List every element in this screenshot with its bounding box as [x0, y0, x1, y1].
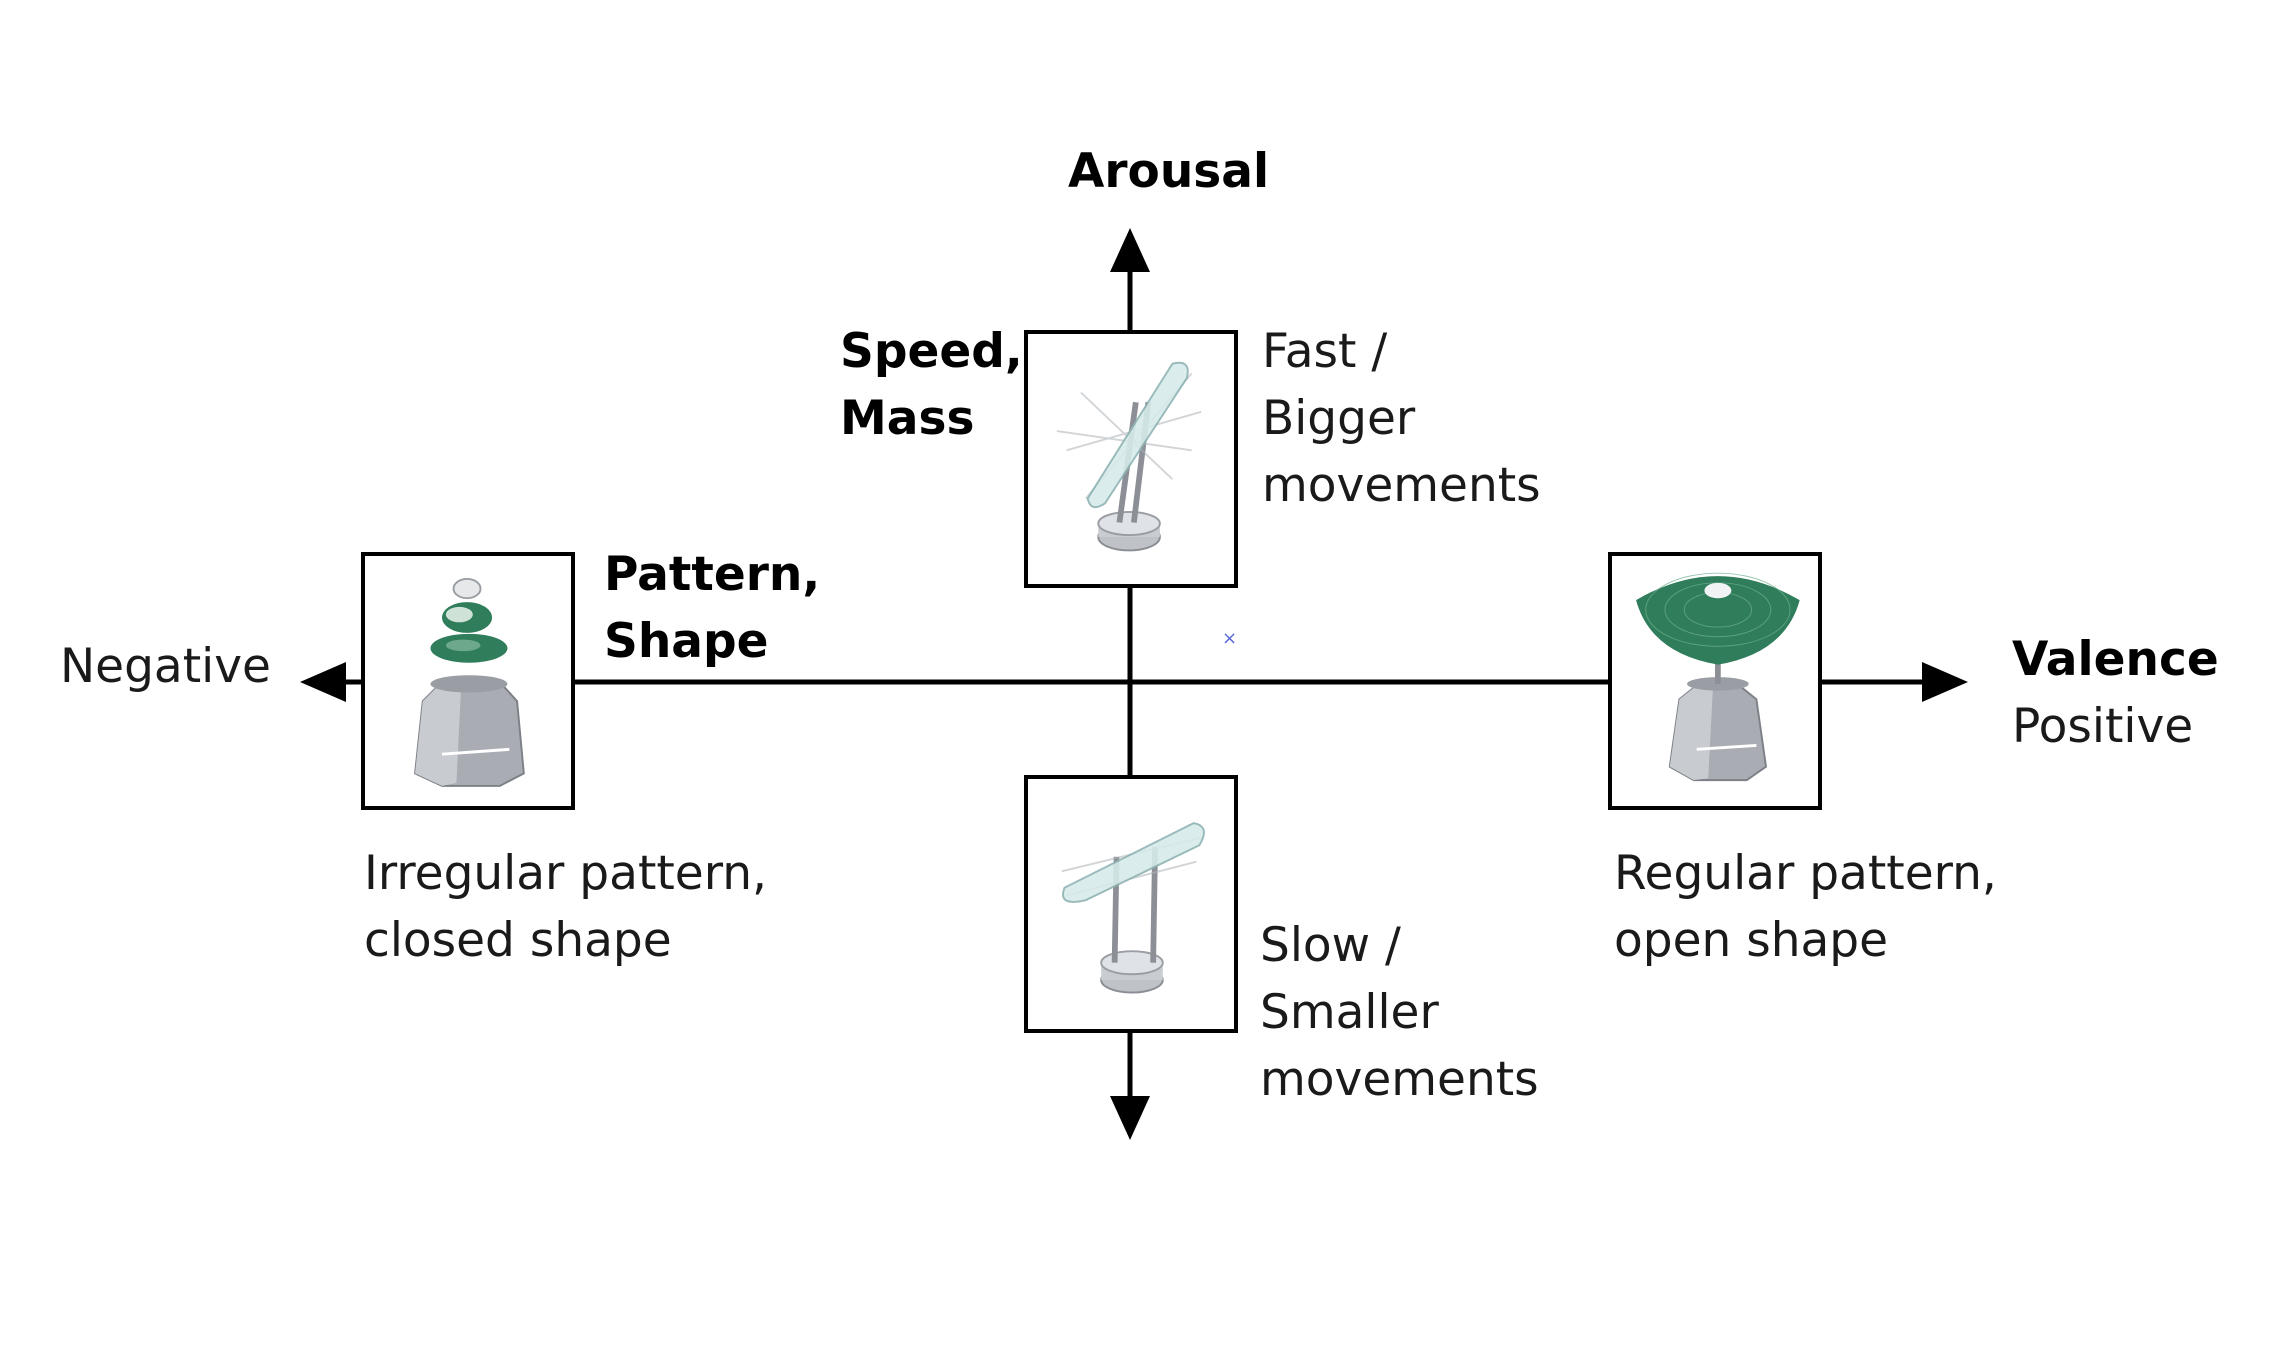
description-line: Bigger	[1262, 391, 1416, 446]
valence-left-arrowhead	[300, 662, 346, 702]
description-line: Fast /	[1262, 324, 1388, 379]
arousal-axis-title: Arousal	[1068, 144, 1270, 199]
description-line: movements	[1262, 458, 1541, 513]
cursor-marker: ×	[1222, 628, 1238, 649]
slow-rotating-blade-object-icon	[1061, 822, 1205, 994]
valence-right-arrowhead	[1922, 662, 1968, 702]
factor-line: Shape	[604, 614, 769, 669]
left-image-box	[361, 552, 575, 810]
description-line: Smaller	[1260, 985, 1439, 1040]
open-regular-dish-object-icon	[1636, 572, 1800, 782]
closed-irregular-shape-object-icon	[414, 578, 525, 787]
valence-axis-label: Valence Positive	[2012, 626, 2219, 760]
top-image-box	[1024, 330, 1238, 588]
right-image-box	[1608, 552, 1822, 810]
description-line: Slow /	[1260, 918, 1401, 973]
description-line: open shape	[1614, 913, 1889, 968]
factor-line: Speed,	[840, 324, 1023, 379]
arousal-up-arrowhead	[1110, 228, 1150, 272]
positive-valence-description: Regular pattern, open shape	[1614, 840, 1997, 974]
negative-valence-description: Irregular pattern, closed shape	[364, 840, 767, 974]
bottom-image-box	[1024, 775, 1238, 1033]
high-arousal-description: Fast / Bigger movements	[1262, 318, 1541, 519]
description-line: movements	[1260, 1052, 1539, 1107]
arousal-down-arrowhead	[1110, 1096, 1150, 1140]
negative-valence-label: Negative	[60, 639, 271, 694]
positive-valence-label: Positive	[2012, 699, 2194, 754]
description-line: closed shape	[364, 913, 672, 968]
fast-rotating-blade-object-icon	[1056, 361, 1202, 552]
description-line: Regular pattern,	[1614, 846, 1997, 901]
low-arousal-description: Slow / Smaller movements	[1260, 912, 1539, 1113]
speed-mass-factor-label: Speed, Mass	[840, 318, 1023, 452]
valence-axis-title: Valence	[2012, 632, 2219, 687]
factor-line: Pattern,	[604, 547, 821, 602]
pattern-shape-factor-label: Pattern, Shape	[604, 541, 820, 675]
description-line: Irregular pattern,	[364, 846, 767, 901]
factor-line: Mass	[840, 391, 975, 446]
